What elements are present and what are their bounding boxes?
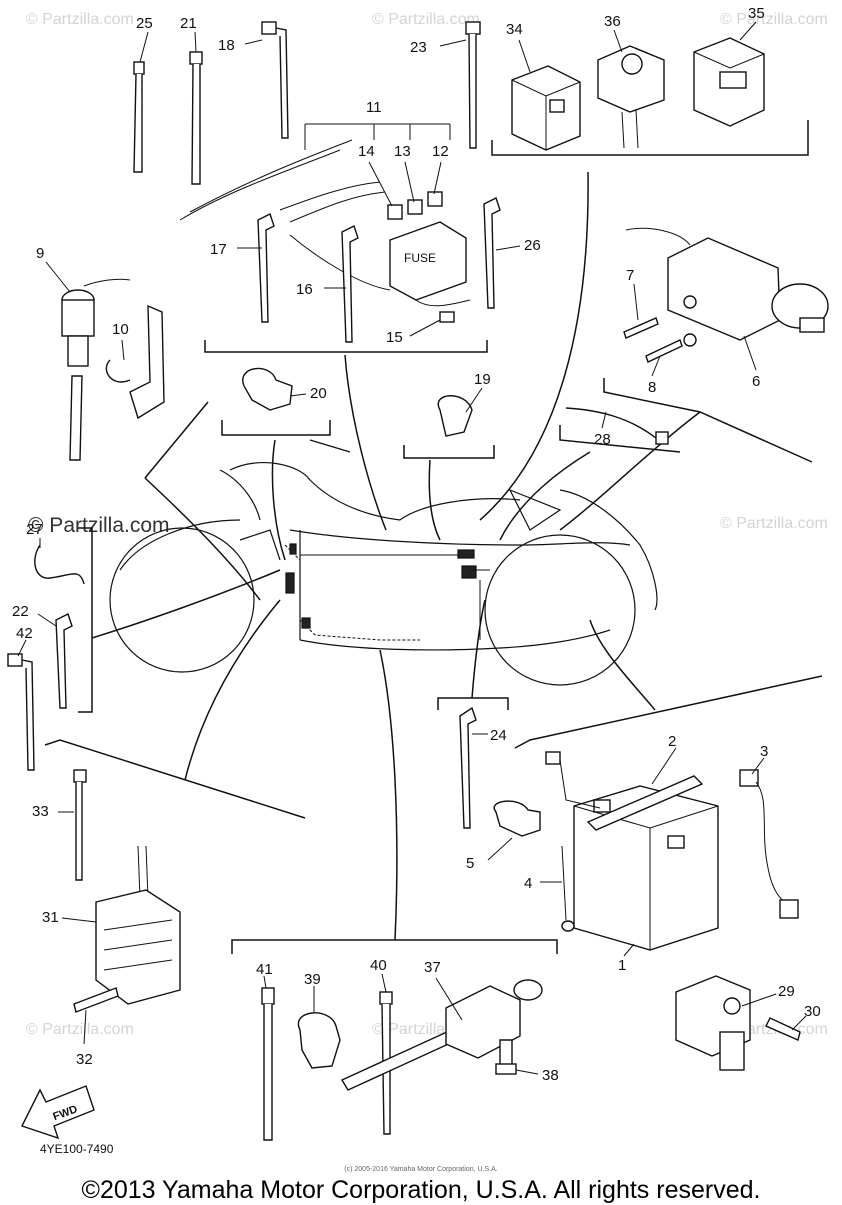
relay-36	[597, 45, 665, 149]
cable-tie-41	[261, 987, 275, 1141]
bracket-10	[105, 304, 165, 420]
callout-36: 36	[604, 13, 621, 30]
callout-20: 20	[310, 385, 327, 402]
callout-32: 32	[76, 1051, 93, 1068]
clamp-19	[437, 395, 473, 437]
cable-tie-21	[189, 51, 203, 185]
footer-note: (c) 2005-2016 Yamaha Motor Corporation, …	[344, 1166, 498, 1173]
callout-15: 15	[386, 329, 403, 346]
sensor-9	[61, 278, 131, 461]
copyright-notice: ©2013 Yamaha Motor Corporation, U.S.A. A…	[81, 1176, 761, 1204]
battery-cable-3	[739, 769, 799, 919]
cable-tie-26	[483, 197, 501, 309]
callout-5: 5	[466, 855, 474, 872]
group-brackets	[44, 120, 823, 954]
callout-9: 9	[36, 245, 44, 262]
rectifier-regulator-31	[95, 845, 181, 1005]
cable-tie-25	[133, 61, 145, 173]
clamp-20	[242, 367, 293, 411]
callout-6: 6	[752, 373, 760, 390]
callout-3: 3	[760, 743, 768, 760]
callout-34: 34	[506, 21, 523, 38]
callout-7: 7	[626, 267, 634, 284]
callout-24: 24	[490, 727, 507, 744]
fuse-label: FUSE	[404, 251, 436, 265]
watermark-top-left: © Partzilla.com	[26, 11, 134, 28]
callout-13: 13	[394, 143, 411, 160]
callout-35: 35	[748, 5, 765, 22]
drawing-code: 4YE100-7490	[40, 1142, 114, 1156]
main-switch-6	[625, 227, 829, 347]
watermark-top-right: © Partzilla.com	[720, 11, 828, 28]
callout-11: 11	[366, 99, 382, 116]
relay-34	[511, 65, 581, 151]
watermark-top-center: © Partzilla.com	[372, 11, 480, 28]
leader-lines	[17, 21, 807, 1075]
watermark-bottom-left: © Partzilla.com	[26, 1021, 134, 1038]
callout-28: 28	[594, 431, 611, 448]
callout-1: 1	[618, 957, 626, 974]
cable-tie-18	[261, 21, 289, 139]
cable-tie-17	[257, 213, 275, 323]
callout-14: 14	[358, 143, 375, 160]
callout-33: 33	[32, 803, 49, 820]
callout-30: 30	[804, 1003, 821, 1020]
battery-lead-4	[545, 751, 601, 932]
callout-12: 12	[432, 143, 449, 160]
callout-29: 29	[778, 983, 795, 1000]
screw-8	[645, 339, 683, 363]
callout-23: 23	[410, 39, 427, 56]
callout-25: 25	[136, 15, 153, 32]
callout-39: 39	[304, 971, 321, 988]
clamp-27	[34, 544, 85, 585]
callout-40: 40	[370, 957, 387, 974]
fuse-box-assembly: FUSE	[179, 139, 471, 323]
callout-10: 10	[112, 321, 129, 338]
battery-band-2	[586, 775, 704, 831]
watermark-mid-left: © Partzilla.com	[28, 514, 170, 537]
cable-tie-33	[73, 769, 87, 881]
callout-8: 8	[648, 379, 656, 396]
clamp-5	[493, 800, 541, 837]
clamp-39	[297, 1012, 341, 1069]
callout-21: 21	[180, 15, 197, 32]
callout-2: 2	[668, 733, 676, 750]
screw-30	[765, 1017, 801, 1041]
cable-tie-22	[55, 613, 73, 709]
callout-38: 38	[542, 1067, 559, 1084]
tube-28	[565, 407, 669, 445]
callout-31: 31	[42, 909, 59, 926]
callout-27: 27	[26, 521, 43, 538]
callout-37: 37	[424, 959, 441, 976]
callout-labels: 25 21 18 23 34 36 35 11 14 13 12 17 16 1…	[12, 5, 821, 1084]
cable-tie-23	[465, 21, 481, 149]
callout-4: 4	[524, 875, 532, 892]
callout-17: 17	[210, 241, 227, 258]
starter-relay-29	[675, 975, 751, 1071]
battery-1	[573, 785, 719, 951]
watermark-mid-right: © Partzilla.com	[720, 515, 828, 532]
callout-26: 26	[524, 237, 541, 254]
cable-tie-24	[459, 706, 477, 829]
callout-19: 19	[474, 371, 491, 388]
callout-41: 41	[256, 961, 273, 978]
motorcycle-outline	[109, 439, 658, 686]
callout-22: 22	[12, 603, 29, 620]
screw-7	[623, 317, 659, 339]
bolt-38	[495, 1039, 517, 1075]
relay-35	[693, 37, 765, 127]
callout-16: 16	[296, 281, 313, 298]
callout-42: 42	[16, 625, 33, 642]
forward-arrow: FWD	[21, 1085, 95, 1140]
cable-tie-16	[341, 225, 359, 343]
cable-tie-42	[7, 653, 35, 771]
callout-18: 18	[218, 37, 235, 54]
bolt-32	[73, 987, 119, 1013]
